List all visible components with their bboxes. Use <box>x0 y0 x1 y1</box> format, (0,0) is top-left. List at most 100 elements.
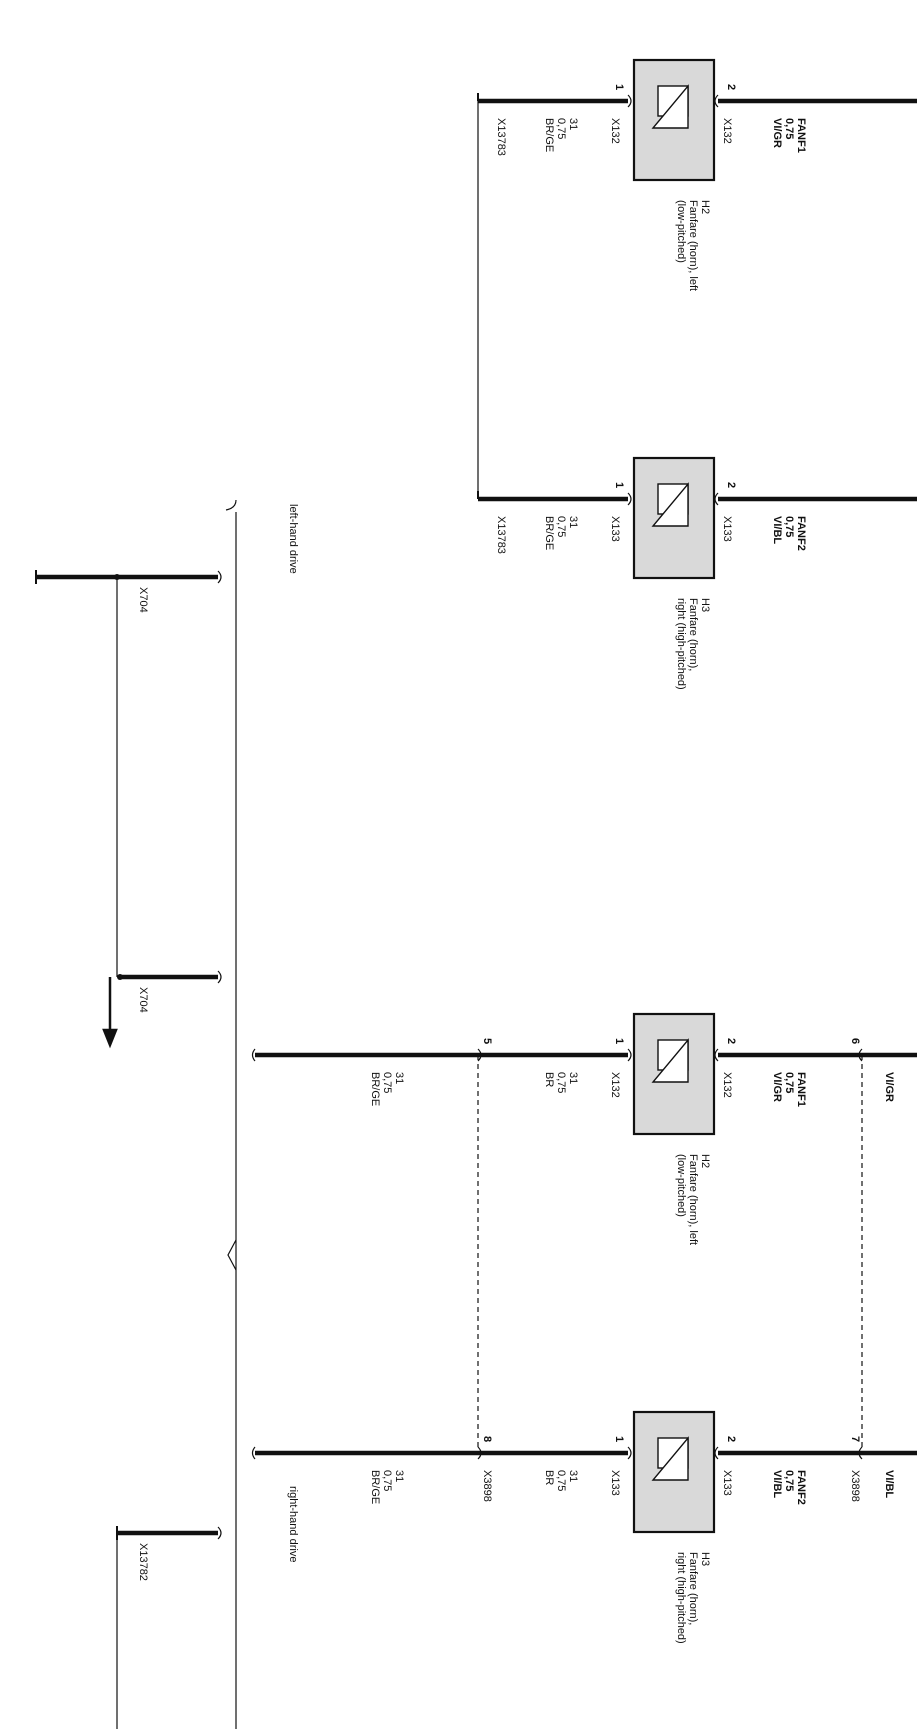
wire-signal: FANF2 <box>795 516 807 551</box>
pin-mark <box>714 1048 719 1062</box>
wires <box>36 98 917 1536</box>
pin-number: 1 <box>613 1038 625 1044</box>
wire-spec: BR/GE <box>543 516 555 550</box>
component-name: Fanfare (horn), left <box>687 1154 699 1245</box>
pin-mark <box>477 1048 482 1062</box>
component-name: right (high-pitched) <box>675 1552 687 1644</box>
pin-number: 1 <box>613 84 625 90</box>
wire-ends <box>217 94 863 1540</box>
wire-signal: FANF1 <box>795 1072 807 1107</box>
wire-spec: 31 <box>393 1072 405 1084</box>
arrow-down-icon <box>102 977 118 1049</box>
connector-label: X132 <box>609 1072 621 1098</box>
pin-number: 2 <box>725 1436 737 1442</box>
connector-label: X133 <box>721 516 733 542</box>
component-name: Fanfare (horn), <box>687 1552 699 1625</box>
wire-signal: FANF1 <box>795 118 807 153</box>
pin-mark <box>477 1446 482 1460</box>
connector-label: X3898 <box>481 1470 493 1502</box>
wire-spec: VI/GR <box>771 118 783 148</box>
wire-spec: 0,75 <box>783 1072 795 1093</box>
pin-number: 8 <box>481 1436 493 1442</box>
connector-label: X132 <box>721 1072 733 1098</box>
ground-label: X13783 <box>495 118 507 156</box>
section-label-rhd: right-hand drive <box>287 1486 299 1562</box>
pin-number: 2 <box>725 1038 737 1044</box>
wire-spec: 0,75 <box>555 1072 567 1093</box>
wire-spec: 0,75 <box>381 1470 393 1491</box>
wire-spec: BR/GE <box>369 1470 381 1504</box>
ground-label: X13782 <box>137 1543 149 1581</box>
pin-number: 5 <box>481 1038 493 1044</box>
horn-icon-cone <box>651 84 689 129</box>
labels: 1 2 X132 X132 31 0,75 BR/GE X13783 FANF1… <box>137 84 895 1644</box>
component-name: (low-pitched) <box>675 1154 687 1217</box>
pin-number: 2 <box>725 482 737 488</box>
wire-spec: 31 <box>567 118 579 130</box>
wire-spec: 31 <box>567 1470 579 1482</box>
thin-lines <box>116 94 863 1729</box>
wire-spec: 0,75 <box>555 1470 567 1491</box>
ground-symbols <box>35 93 479 1540</box>
pin-mark <box>714 492 719 506</box>
component-code: H2 <box>699 1154 711 1168</box>
connector-label: X3898 <box>849 1470 861 1502</box>
pin-mark <box>627 94 632 108</box>
component-name: right (high-pitched) <box>675 598 687 690</box>
wire-spec: 0,75 <box>555 516 567 537</box>
component-h3-bottom <box>632 1410 716 1534</box>
wire-spec: VI/GR <box>771 1072 783 1102</box>
wire-end-mark <box>217 1526 222 1540</box>
wire-signal: FANF2 <box>795 1470 807 1505</box>
connector-label: X133 <box>609 1470 621 1496</box>
wire-spec: 0,75 <box>783 516 795 537</box>
pin-number: 6 <box>849 1038 861 1044</box>
wire-spec: BR <box>543 1072 555 1087</box>
pin-mark <box>627 492 632 506</box>
component-name: (low-pitched) <box>675 200 687 263</box>
wire-spec: VI/BL <box>771 516 783 544</box>
section-brace <box>225 499 237 1271</box>
horn-icon-cone <box>651 1436 689 1481</box>
pin-number: 1 <box>613 1436 625 1442</box>
component-h3-top <box>632 456 716 580</box>
connector-label: X133 <box>721 1470 733 1496</box>
wire-end-mark <box>217 570 222 584</box>
pin-number: 1 <box>613 482 625 488</box>
wire-spec: 31 <box>567 1072 579 1084</box>
component-name: Fanfare (horn), <box>687 598 699 671</box>
wire-spec: BR <box>543 1470 555 1485</box>
component-code: H3 <box>699 1552 711 1566</box>
component-h2-bottom <box>632 1012 716 1136</box>
wire-spec: VI/BL <box>883 1470 895 1498</box>
pin-mark <box>627 1048 632 1062</box>
component-code: H2 <box>699 200 711 214</box>
connector-label: X132 <box>721 118 733 144</box>
pin-mark <box>627 1446 632 1460</box>
horn-icon-cone <box>651 1038 689 1083</box>
pin-mark <box>714 94 719 108</box>
wire-end-mark <box>217 970 222 984</box>
section-label-lhd: left-hand drive <box>287 504 299 574</box>
component-code: H3 <box>699 598 711 612</box>
wire-end-mark <box>251 1048 256 1062</box>
splice-dot-x704 <box>114 574 120 580</box>
wire-spec: BR/GE <box>543 118 555 152</box>
horn-icon-cone <box>651 482 689 527</box>
wire-spec: BR/GE <box>369 1072 381 1106</box>
wire-spec: 0,75 <box>381 1072 393 1093</box>
component-name: Fanfare (horn), left <box>687 200 699 291</box>
pin-mark <box>858 1048 863 1062</box>
wire-spec: 31 <box>393 1470 405 1482</box>
connector-label: X133 <box>609 516 621 542</box>
wire-spec: 0,75 <box>555 118 567 139</box>
wire-spec: VI/BL <box>771 1470 783 1498</box>
wire-end-mark <box>251 1446 256 1460</box>
wire-spec: 0,75 <box>783 118 795 139</box>
component-h2-top <box>632 58 716 182</box>
pin-mark <box>714 1446 719 1460</box>
ground-label: X704 <box>137 987 149 1013</box>
pin-number: 2 <box>725 84 737 90</box>
splice-dot-x704-bottom <box>117 974 123 980</box>
